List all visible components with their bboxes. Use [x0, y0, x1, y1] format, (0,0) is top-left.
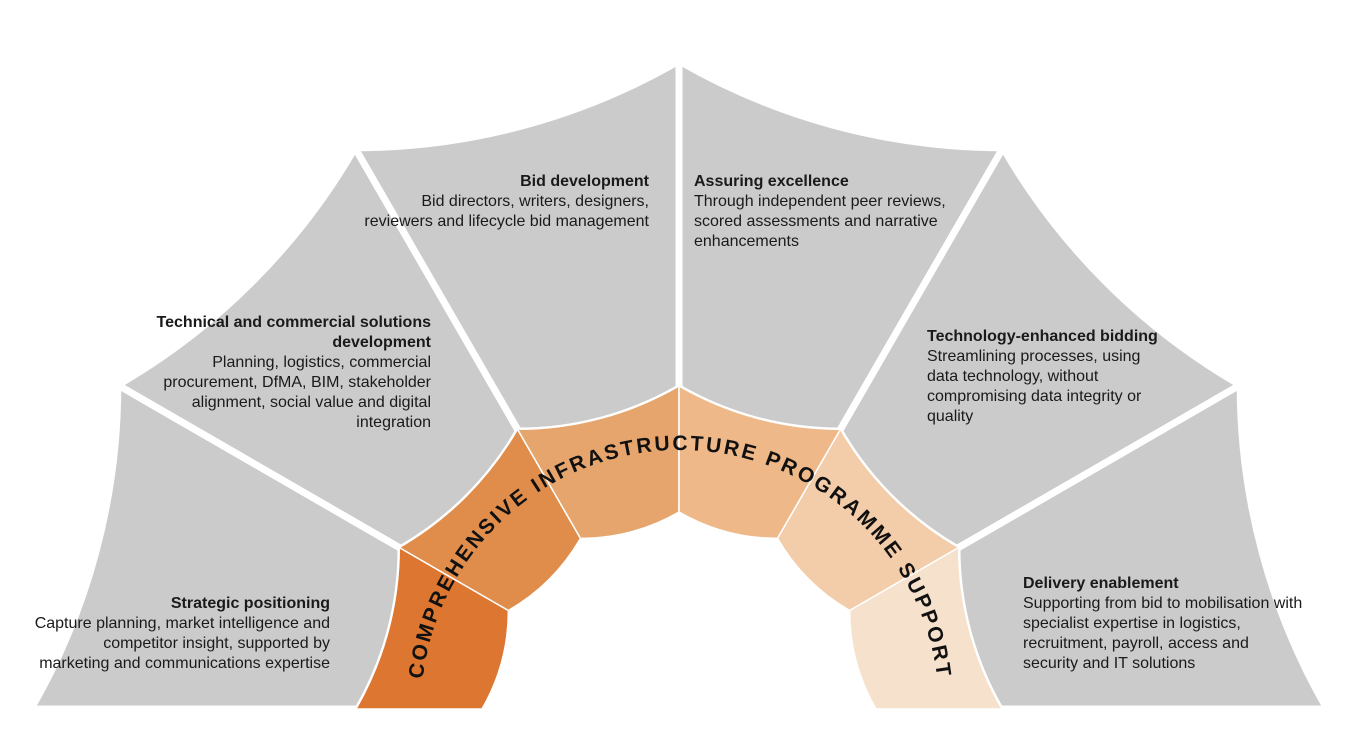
segment-description: Through independent peer reviews, scored…: [694, 193, 946, 250]
segment-title: Strategic positioning: [170, 595, 330, 612]
segment-strategic-positioning: Strategic positioning Capture planning, …: [30, 594, 330, 674]
inner-ring: [354, 384, 1004, 710]
segment-description: Streamlining processes, using data techn…: [927, 348, 1142, 425]
segment-title: Technology-enhanced bidding: [927, 328, 1158, 345]
segment-title: Assuring excellence: [694, 173, 849, 190]
segment-description: Planning, logistics, commercial procurem…: [163, 354, 431, 431]
segment-technical-commercial-solutions: Technical and commercial solutions devel…: [131, 313, 431, 433]
segment-technology-enhanced-bidding: Technology-enhanced bidding Streamlining…: [927, 327, 1167, 427]
segment-bid-development: Bid development Bid directors, writers, …: [349, 172, 649, 232]
segment-title: Technical and commercial solutions devel…: [156, 314, 431, 351]
segment-title: Delivery enablement: [1023, 575, 1179, 592]
segment-description: Capture planning, market intelligence an…: [34, 615, 330, 672]
segment-description: Bid directors, writers, designers, revie…: [364, 193, 649, 230]
segment-description: Supporting from bid to mobilisation with…: [1023, 595, 1303, 672]
segment-delivery-enablement: Delivery enablement Supporting from bid …: [1023, 574, 1303, 674]
segment-title: Bid development: [520, 173, 649, 190]
segment-assuring-excellence: Assuring excellence Through independent …: [694, 172, 954, 252]
ring-segment-6: [848, 546, 1004, 710]
